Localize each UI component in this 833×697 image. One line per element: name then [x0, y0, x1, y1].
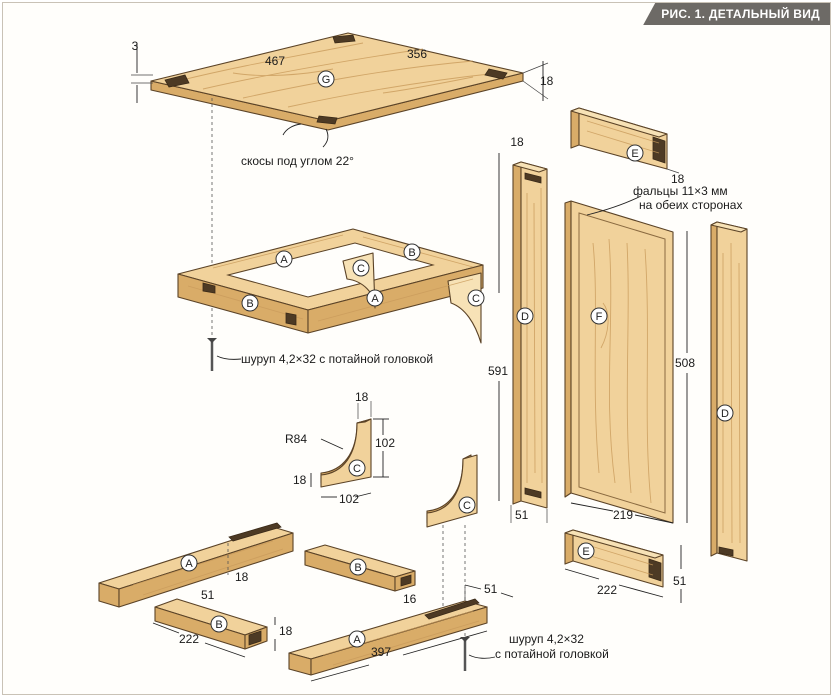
- dim-g-step: 3: [132, 39, 139, 53]
- dim-a-width: 51: [484, 582, 498, 596]
- dim-g-thickness: 18: [540, 74, 554, 88]
- part-e-top-rail: [570, 107, 668, 170]
- part-g-top: [150, 32, 524, 131]
- label-a-frame-back: A: [280, 254, 288, 266]
- dim-g-length: 467: [265, 54, 285, 68]
- dim-a-length: 397: [371, 645, 391, 659]
- exploded-view-drawing: G 467 356 18 3 скосы под углом 22° A B C…: [98, 32, 748, 682]
- apron-frame: [177, 228, 484, 344]
- dim-d-thickness: 18: [510, 135, 524, 149]
- label-e-top: E: [631, 148, 638, 160]
- dim-c-thickness: 18: [355, 390, 369, 404]
- label-e-bottom: E: [582, 546, 589, 558]
- dim-b-width: 51: [201, 588, 215, 602]
- part-d-right-stile: [710, 221, 748, 562]
- label-d-right: D: [721, 408, 729, 420]
- label-c-assembly: C: [463, 500, 471, 512]
- dim-e-width: 51: [673, 574, 687, 588]
- dim-g-width: 356: [407, 47, 427, 61]
- dim-f-length: 508: [675, 356, 695, 370]
- dim-d-width: 51: [515, 508, 529, 522]
- label-b-dimensioned: B: [215, 619, 222, 631]
- label-b-frame-left: B: [246, 298, 253, 310]
- dim-c-thickness-side: 18: [293, 473, 307, 487]
- note-screw-top: шуруп 4,2×32 с потайной головкой: [241, 352, 433, 366]
- dim-b-length: 222: [179, 632, 199, 646]
- label-c-frame-outer: C: [472, 293, 480, 305]
- label-f: F: [596, 311, 603, 323]
- label-g: G: [322, 74, 331, 86]
- dim-d-length: 591: [488, 364, 508, 378]
- label-a-left: A: [185, 558, 193, 570]
- part-e-bottom-rail: [564, 529, 664, 588]
- screw-bottom: [460, 637, 470, 671]
- dim-a-tenon: 16: [403, 592, 417, 606]
- dim-f-width: 219: [613, 508, 633, 522]
- dim-c-height: 102: [375, 436, 395, 450]
- part-a-left-rail: [98, 522, 294, 608]
- dim-c-width: 102: [339, 492, 359, 506]
- label-b-standalone: B: [354, 562, 361, 574]
- note-bevel: скосы под углом 22°: [241, 154, 354, 168]
- note-rabbets-line1: фальцы 11×3 мм: [633, 184, 728, 198]
- label-c-detail: C: [353, 463, 361, 475]
- dim-e-thickness: 18: [671, 172, 685, 186]
- note-screw-bottom-line1: шуруп 4,2×32: [509, 632, 584, 646]
- label-d-left: D: [521, 311, 529, 323]
- part-b-dimensioned: [154, 598, 268, 650]
- note-rabbets-line2: на обеих сторонах: [639, 198, 742, 212]
- part-c-corbel-assembly: [426, 454, 478, 528]
- part-a-front-rail: [288, 598, 488, 676]
- part-b-standalone: [304, 544, 416, 592]
- part-f-door-panel: [564, 200, 674, 524]
- dim-c-radius: R84: [285, 432, 307, 446]
- label-a-front: A: [353, 634, 361, 646]
- part-d-left-stile: [512, 161, 548, 509]
- dim-a-offset: 18: [235, 570, 249, 584]
- figure-title: РИС. 1. ДЕТАЛЬНЫЙ ВИД: [643, 3, 830, 25]
- label-c-frame-inner: C: [357, 263, 365, 275]
- label-a-frame-front: A: [371, 293, 379, 305]
- dim-b-thickness: 18: [279, 624, 293, 638]
- note-screw-bottom-line2: с потайной головкой: [495, 647, 609, 661]
- dim-e-length: 222: [597, 583, 617, 597]
- label-b-frame-right: B: [408, 247, 415, 259]
- part-c-corbel-detail: [320, 418, 372, 488]
- label-g-callout: [317, 70, 335, 88]
- screw-top: [207, 338, 217, 371]
